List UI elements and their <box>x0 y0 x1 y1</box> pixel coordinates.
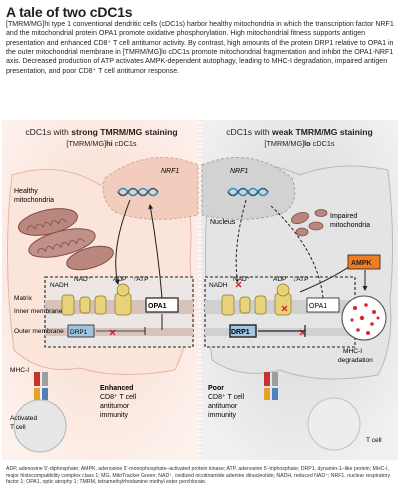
left-drp1-label: DRP1 <box>70 329 88 336</box>
left-tcell-label-1: Activated <box>10 415 37 422</box>
right-outcome-bold: Poor <box>208 385 224 392</box>
outer-membrane-label: Outer membrane <box>14 328 64 335</box>
left-mhc-tcr-icon <box>34 372 48 400</box>
right-drp1-box <box>229 324 257 338</box>
left-sub-suffix: cDC1s <box>112 139 137 148</box>
right-heading-bold: weak TMRM/MG staining <box>272 127 373 137</box>
intro-paragraph: [TMRM/MG]hi type 1 conventional dendriti… <box>6 21 394 75</box>
left-panel-subheading: [TMRM/MG]hi cDC1s <box>4 139 199 148</box>
left-outcome-3: immunity <box>100 412 129 419</box>
right-outcome-3: immunity <box>208 412 237 419</box>
abbreviations-footer: ADP, adenosine 5′-diphosphate; AMPK, ade… <box>6 466 391 486</box>
left-mito-label-1: Healthy <box>14 188 38 195</box>
figure-title: A tale of two cDC1s <box>6 4 133 20</box>
left-nad-label: NAD⁺ <box>74 276 92 283</box>
inner-membrane-label: Inner membrane <box>14 308 63 315</box>
right-sub-prefix: [TMRM/MG] <box>264 139 305 148</box>
right-nad-label: NAD⁺ <box>233 276 251 283</box>
left-nrf1-label: NRF1 <box>161 168 179 175</box>
matrix-label: Matrix <box>14 295 33 302</box>
healthy-mitochondria-icon <box>18 208 114 271</box>
nrf1-to-etc-arrow <box>114 199 131 285</box>
left-drp1-box <box>67 324 95 338</box>
ampk-box <box>347 254 381 270</box>
right-nucleus-label: Nucleus <box>210 219 236 226</box>
right-dna-icon <box>227 187 269 197</box>
right-heading-prefix: cDC1s with <box>226 127 273 137</box>
right-mhc-tcr-icon <box>264 372 278 400</box>
mhc-degradation-label-2: degradation <box>338 357 373 364</box>
left-etc-complexes <box>61 283 132 316</box>
left-nucleus <box>102 156 199 220</box>
right-sub-suffix: cDC1s <box>310 139 335 148</box>
left-opa1-label: OPA1 <box>148 303 167 310</box>
ampk-label: AMPK <box>351 260 372 267</box>
right-tcell-label: T cell <box>366 437 382 444</box>
left-outcome-1: CD8⁺ T cell <box>100 394 137 401</box>
left-tcell-label-2: T cell <box>10 424 26 431</box>
right-drp1-label: DRP1 <box>231 329 250 336</box>
left-adp-label: ADP <box>113 276 126 283</box>
right-inhibit-x-1 <box>235 281 242 288</box>
left-atp-label: ↑ATP <box>133 276 148 283</box>
right-adp-label: ADP <box>273 276 286 283</box>
left-sub-prefix: [TMRM/MG] <box>66 139 107 148</box>
right-nrf1-label: NRF1 <box>230 168 248 175</box>
right-outcome-1: CD8⁺ T cell <box>208 394 245 401</box>
left-t-cell-icon <box>13 399 67 453</box>
impaired-mitochondria-icon <box>290 209 328 237</box>
left-outcome-bold: Enhanced <box>100 385 133 392</box>
right-mito-label-1: Impaired <box>330 213 357 220</box>
left-panel-heading: cDC1s with strong TMRM/MG staining <box>4 127 199 137</box>
right-sub-bold: lo <box>304 139 311 148</box>
left-sub-bold: hi <box>106 139 113 148</box>
left-mhc-label: MHC-I <box>10 367 29 374</box>
left-dna-icon <box>117 187 159 197</box>
right-opa1-label: OPA1 <box>309 303 327 310</box>
left-nadh-label: NADH <box>50 282 69 289</box>
right-etc-complexes <box>221 283 292 316</box>
right-opa1-nrf1-arrow <box>269 204 324 299</box>
mhc-fragments-icon <box>350 303 380 335</box>
left-heading-bold: strong TMRM/MG staining <box>71 127 178 137</box>
right-atp-label: ↓ATP <box>293 276 308 283</box>
right-panel-heading: cDC1s with weak TMRM/MG staining <box>202 127 397 137</box>
opa1-to-nrf1-arrow <box>148 204 163 299</box>
right-outcome-2: antitumor <box>208 403 238 410</box>
right-inhibit-x-2 <box>281 305 288 312</box>
right-t-cell-icon <box>307 397 361 451</box>
right-nadh-label: NADH <box>209 282 228 289</box>
left-mito-label-2: mitochondria <box>14 197 54 204</box>
right-mito-label-2: mitochondria <box>330 222 370 229</box>
left-outcome-2: antitumor <box>100 403 130 410</box>
left-heading-prefix: cDC1s with <box>25 127 72 137</box>
right-nucleus <box>201 156 296 220</box>
mhc-degradation-label-1: MHC-I <box>343 348 362 355</box>
right-panel-subheading: [TMRM/MG]lo cDC1s <box>202 139 397 148</box>
